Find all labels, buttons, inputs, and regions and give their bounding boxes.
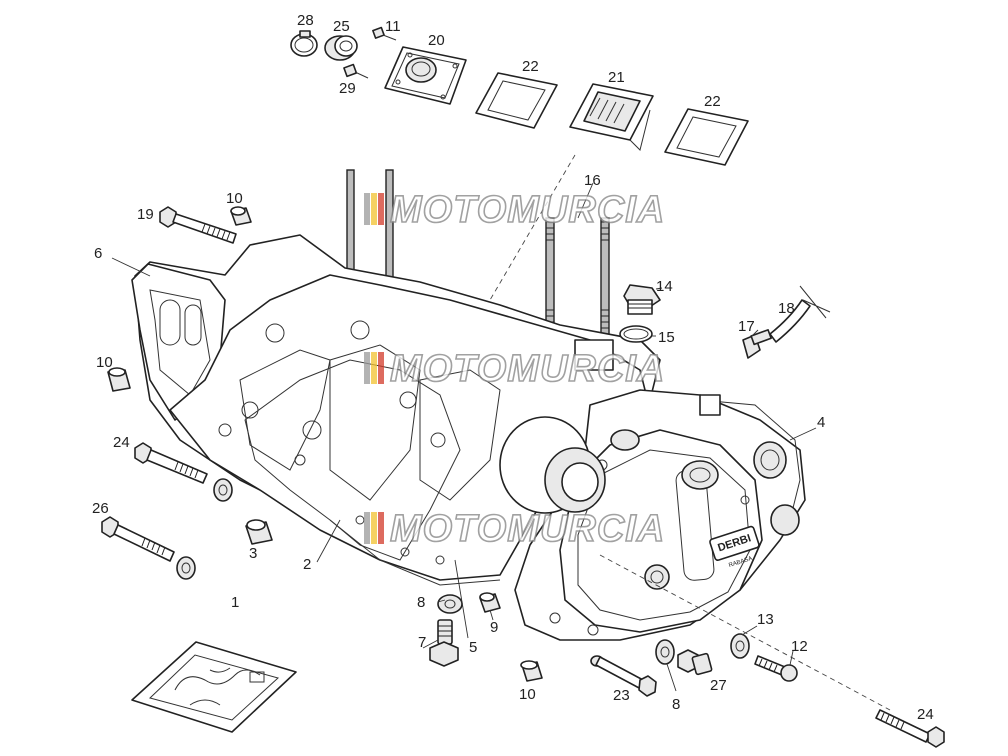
callout-8-center: 8 [417,594,425,611]
gasket-22-left [475,72,558,129]
callout-16: 16 [584,172,601,189]
breather-hose-18 [769,285,831,343]
callout-2: 2 [303,556,311,573]
dowel-9 [479,592,501,613]
callout-6: 6 [94,245,102,262]
callout-11: 11 [385,18,401,35]
stud-axis-line [489,154,576,301]
callout-24-right: 24 [917,706,934,723]
bolt-12 [754,655,798,682]
screw-29 [343,63,369,79]
callout-27: 27 [710,677,727,694]
callout-22-right: 22 [704,93,721,110]
callout-8-right: 8 [672,696,680,713]
callout-4: 4 [817,414,825,431]
callout-24-left: 24 [113,434,130,451]
callout-10-bottom: 10 [519,686,536,703]
callout-14: 14 [656,278,673,295]
callout-18: 18 [778,300,795,317]
assembly-axis-line [599,554,891,711]
clamp-28 [290,30,318,57]
callout-3: 3 [249,545,257,562]
washer-24-left [213,478,233,502]
callout-23: 23 [613,687,630,704]
reed-valve-21 [569,83,654,151]
oil-filler-cap-14 [623,284,661,315]
stud-bolt-16 [545,217,610,337]
dowel-10-top [230,206,252,226]
screw-11 [372,26,397,41]
callout-1: 1 [231,594,239,611]
callout-26: 26 [92,500,109,517]
washer-13 [730,633,750,659]
callout-20: 20 [428,32,445,49]
callout-15: 15 [658,329,675,346]
washer-8-right [655,639,675,665]
crankcase-assembly: DERBI RABASA [131,234,806,641]
callout-19: 19 [137,206,154,223]
callout-12: 12 [791,638,808,655]
callout-28: 28 [297,12,314,29]
callout-13: 13 [757,611,774,628]
gasket-22-right [664,108,749,166]
callout-7: 7 [418,634,426,651]
gasket-kit-1 [131,641,297,733]
callout-17: 17 [738,318,755,335]
callout-10-left: 10 [96,354,113,371]
dowel-10-bottom [520,660,543,682]
watermark-middle: MOTOMURCIA [364,347,665,391]
callout-5: 5 [469,639,477,656]
o-ring-15 [619,325,653,343]
watermark-top: MOTOMURCIA [364,188,665,232]
plug-27 [677,649,713,676]
dowel-3 [245,519,273,545]
watermark-bottom: MOTOMURCIA [364,507,665,551]
callout-21: 21 [608,69,625,86]
washer-26 [176,556,196,580]
dowel-10-left [107,367,131,392]
bolt-26 [101,516,175,562]
bolt-24-right [875,709,945,748]
bolt-23 [590,655,657,697]
callout-29: 29 [339,80,356,97]
watermark-text-middle: MOTOMURCIA [390,348,665,390]
callout-labels: 28 25 11 20 29 22 21 22 16 10 19 6 14 15… [92,12,934,723]
drain-plug-7 [429,619,459,667]
leader-lines [111,182,817,692]
callout-9: 9 [490,619,498,636]
watermark-text-bottom: MOTOMURCIA [390,508,665,550]
callout-22-left: 22 [522,58,539,75]
callout-10-top: 10 [226,190,243,207]
bolt-19 [159,206,237,244]
hose-fitting-17 [742,329,772,359]
intake-sleeve-25 [324,35,358,61]
callout-25: 25 [333,18,350,35]
intake-manifold-20 [384,46,467,105]
washer-8-center [437,594,463,614]
watermark-text-top: MOTOMURCIA [390,189,665,231]
bolt-24-left [134,442,208,484]
